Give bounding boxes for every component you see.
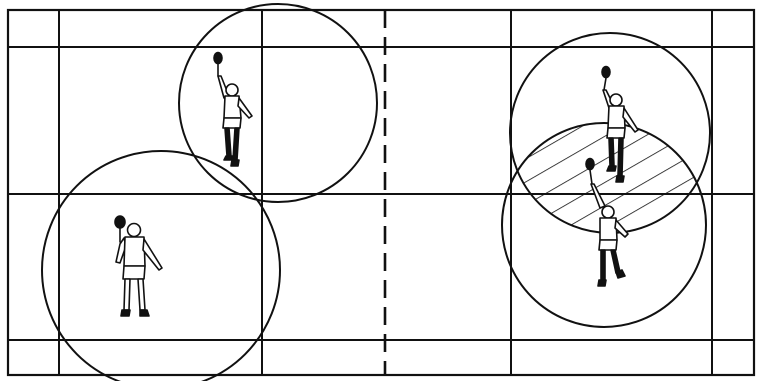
- racket-icon: [214, 53, 222, 64]
- racket-icon: [115, 216, 125, 228]
- player-head: [128, 224, 141, 237]
- player-figure-left-top: [214, 53, 252, 167]
- coverage-zone-left-top: [179, 4, 377, 202]
- racket-icon: [586, 159, 594, 170]
- player-figure-left-bottom: [115, 216, 162, 316]
- player-head: [602, 206, 614, 218]
- player-head: [610, 94, 622, 106]
- racket-icon: [602, 67, 610, 78]
- player-head: [226, 84, 238, 96]
